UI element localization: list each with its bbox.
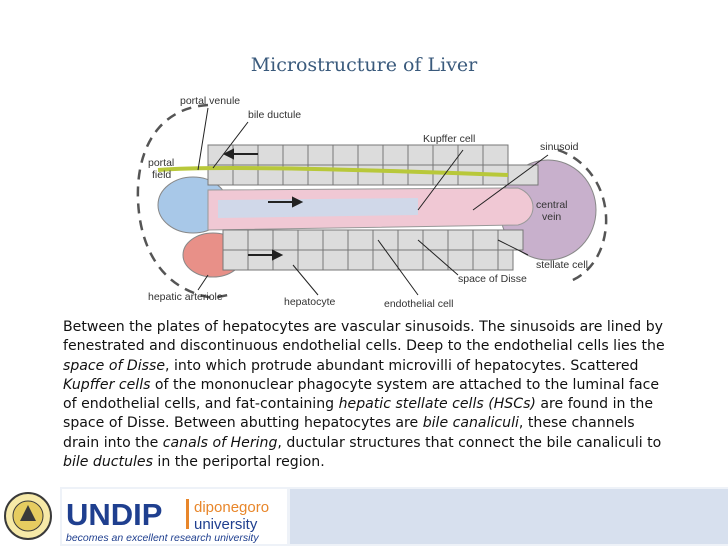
label-sinusoid: sinusoid [540,141,579,153]
bile-canaliculus [157,165,509,177]
description-paragraph: Between the plates of hepatocytes are va… [63,318,668,472]
flow-arrows [222,148,304,261]
undip-logo-text: UNDIP [66,497,162,532]
paragraph-text: Between the plates of hepatocytes are va… [63,319,665,355]
paragraph-text: are found in the space of Disse. Between… [63,396,654,432]
tagline-text: becomes an excellent research university [66,532,259,544]
diponegoro-text: diponegoro [194,499,269,516]
university-text: university [194,516,258,533]
label-hepatic-arteriole: hepatic arteriole [148,291,223,303]
italic-term: space of Disse [63,357,166,374]
sinusoid-blue [218,198,418,218]
label-bile-ductule: bile ductule [248,109,301,121]
lower-hepatocyte-plate [222,229,524,271]
paragraph-text: , into which protrude abundant microvill… [165,357,639,374]
italic-term: bile canaliculi [422,415,519,432]
university-seal [4,492,52,540]
label-stellate-cell: stellate cell [536,259,588,271]
label-portal-venule: portal venule [180,95,240,107]
central-vein-boundary [557,148,608,284]
italic-term: bile ductules [63,454,153,471]
slide-title: Microstructure of Liver [250,54,478,76]
italic-term: canals of Hering [162,434,278,451]
portal-field-boundary [136,103,229,300]
paragraph-text: in the periportal region. [152,454,325,471]
label-kupffer-cell: Kupffer cell [423,133,475,145]
italic-term: hepatic stellate cells (HSCs) [338,396,536,413]
label-space-of-disse: space of Disse [458,273,527,285]
paragraph-text: , ductular structures that connect the b… [277,434,662,451]
footer-banner: UNDIP diponegoro university becomes an e… [0,487,728,546]
label-hepatocyte: hepatocyte [284,296,336,308]
italic-term: Kupffer cells [63,376,151,393]
label-endothelial-cell: endothelial cell [384,298,453,310]
paragraph-text: of the mononuclear phagocyte system are … [63,376,659,413]
paragraph-text: , these channels drain into the [63,415,635,451]
upper-hepatocyte-plate [207,144,539,186]
